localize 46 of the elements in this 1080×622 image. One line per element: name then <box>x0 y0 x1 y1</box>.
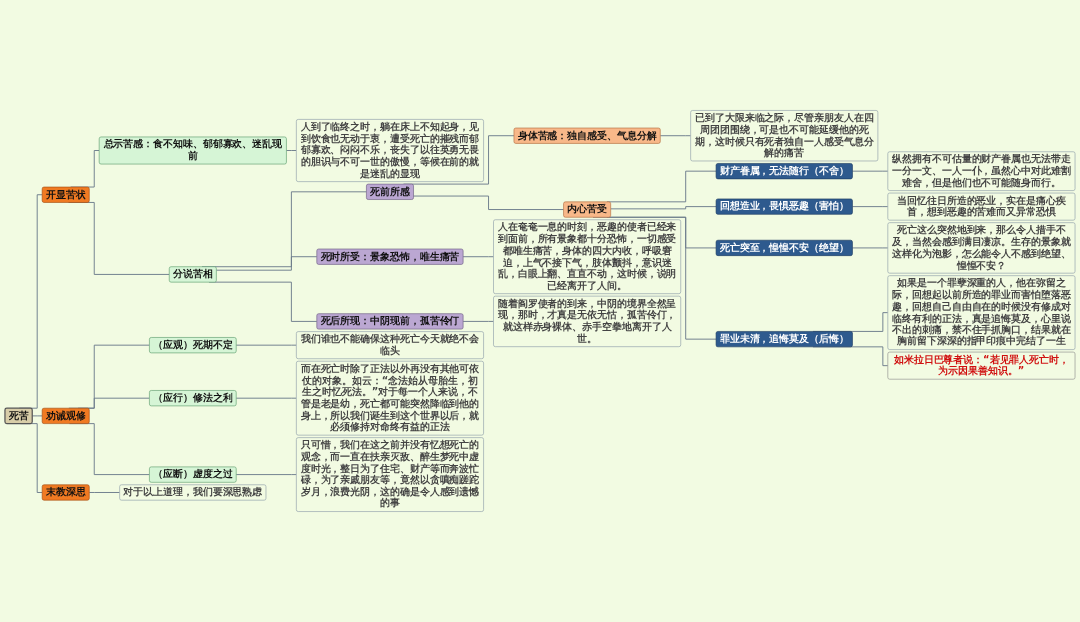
connector <box>659 135 692 137</box>
node-box: 人到了临终之时，躺在床上不知起身，见到饮食也无动于衷，遭受死亡的摧残而郁郁寡欢、闷闷不乐，丧失了以往英勇无畏的胆识与不可一世的傲慢，等候在前的就是迷乱的显现 <box>296 119 484 182</box>
node-box: 已到了大限来临之际，尽管亲朋友人在四周团团围绕，可是也不可能延缓他的死期，这时候只有死者独自一人感受气息分解的痛苦 <box>690 110 879 162</box>
node-box: 死前所感 <box>366 183 414 200</box>
connector <box>31 415 43 417</box>
connector <box>235 344 297 346</box>
connector <box>235 397 297 399</box>
node-box: （应断）虚度之过 <box>149 466 237 483</box>
node-box: 死苦 <box>4 407 33 425</box>
node-box: 只可惜，我们在这之前并没有忆想死亡的观念，而一直在扶亲灭敌、醉生梦死中虚度时光，整日为了住宅、财产等而奔波忙碌，为了亲戚朋友等，竟然以贪嗔痴蹉跎岁月，浪费光阴，这的确是令人感到遗憾的事 <box>296 437 484 512</box>
node-box: 劝诫观修 <box>41 407 90 424</box>
node-box: 当回忆往日所造的恶业，实在是痛心疾首，想到恶趣的苦难而又异常恐惧 <box>887 192 1076 221</box>
node-box: 死亡突至，惶惶不安（绝望） <box>715 239 853 256</box>
node-box: 开显苦状 <box>41 186 90 203</box>
node-box: 罪业未清，追悔莫及（后悔） <box>715 331 853 348</box>
node-box: 内心苦受 <box>563 201 611 218</box>
node-box: 身体苦感：独自感受、气息分解 <box>513 127 661 144</box>
node-box: 财产眷属，无法随行（不舍） <box>715 163 853 180</box>
connector <box>88 492 121 493</box>
node-box: 回想造业，畏惧恶趣（害怕） <box>715 198 853 215</box>
node-box: （应行）修法之利 <box>149 390 237 407</box>
node-box: 死亡这么突然地到来，那么令人措手不及，当然会感到满目凄凉。生存的景象就这样化为泡影，怎么能令人不感到绝望、惶惶不安？ <box>887 222 1076 274</box>
node-box: （应观）死期不定 <box>149 337 237 354</box>
connector <box>235 474 297 476</box>
connector <box>852 170 889 172</box>
connector <box>462 256 494 258</box>
node-box: 人在奄奄一息的时刻，恶趣的使者已经来到面前，所有景象都十分恐怖，一切感受都唯生痛苦，身体的四大内收，呼吸窘迫，上气不接下气，肢体颤抖，意识迷乱，白眼上翻、直直不动，这时候，说明已经离开了人间。 <box>493 219 682 294</box>
connector <box>852 247 889 249</box>
connector <box>215 256 318 271</box>
node-box: 分说苦相 <box>168 266 217 283</box>
node-box: 我们谁也不能确保这种死亡今天就绝不会临头 <box>296 331 484 360</box>
connector <box>852 206 889 208</box>
node-box: 随着阎罗使者的到来，中阴的境界全然呈现，那时，才真是无依无怙，孤苦伶仃，就这样赤身裸体、赤手空拳地离开了人世。 <box>493 295 682 347</box>
node-box: 死时所受：景象恐怖，唯生痛苦 <box>316 248 464 265</box>
connector <box>413 195 565 210</box>
node-box: 纵然拥有不可估量的财产眷属也无法带走一分一文、一人一仆，虽然心中对此难割难舍，但是他们也不可能随身而行。 <box>887 151 1076 191</box>
node-box: 末教深思 <box>41 484 90 501</box>
node-box: 如米拉日巴尊者说：“若见罪人死亡时，为示因果善知识。” <box>887 351 1076 380</box>
node-box: 而在死亡时除了正法以外再没有其他可依仗的对象。如云：“念法始从母胎生，初生之时忆死法。”对于每一个人来说，不管是老是幼，死亡都可能突然降临到他的身上，所以我们诞生到这个世界以后，就必须修持对命终有益的正法 <box>296 360 484 436</box>
node-box: 死后所现：中阴现前，孤苦伶仃 <box>316 313 464 330</box>
connector <box>610 206 717 210</box>
node-box: 对于以上道理，我们要深思熟虑 <box>119 484 267 501</box>
connector <box>285 150 297 151</box>
node-box: 如果是一个罪孽深重的人，他在弥留之际，回想起以前所造的罪业而害怕堕落恶趣，回想自己自由自在的时候没有修成对临终有利的正法，真是追悔莫及，心里说不出的刺痛，禁不住手抓胸口，结果就在胸前留下深深的指甲印痕中完结了一生 <box>887 275 1076 350</box>
node-box: 总示苦感：食不知味、郁郁寡欢、迷乱现前 <box>98 136 287 165</box>
connector <box>462 320 494 322</box>
